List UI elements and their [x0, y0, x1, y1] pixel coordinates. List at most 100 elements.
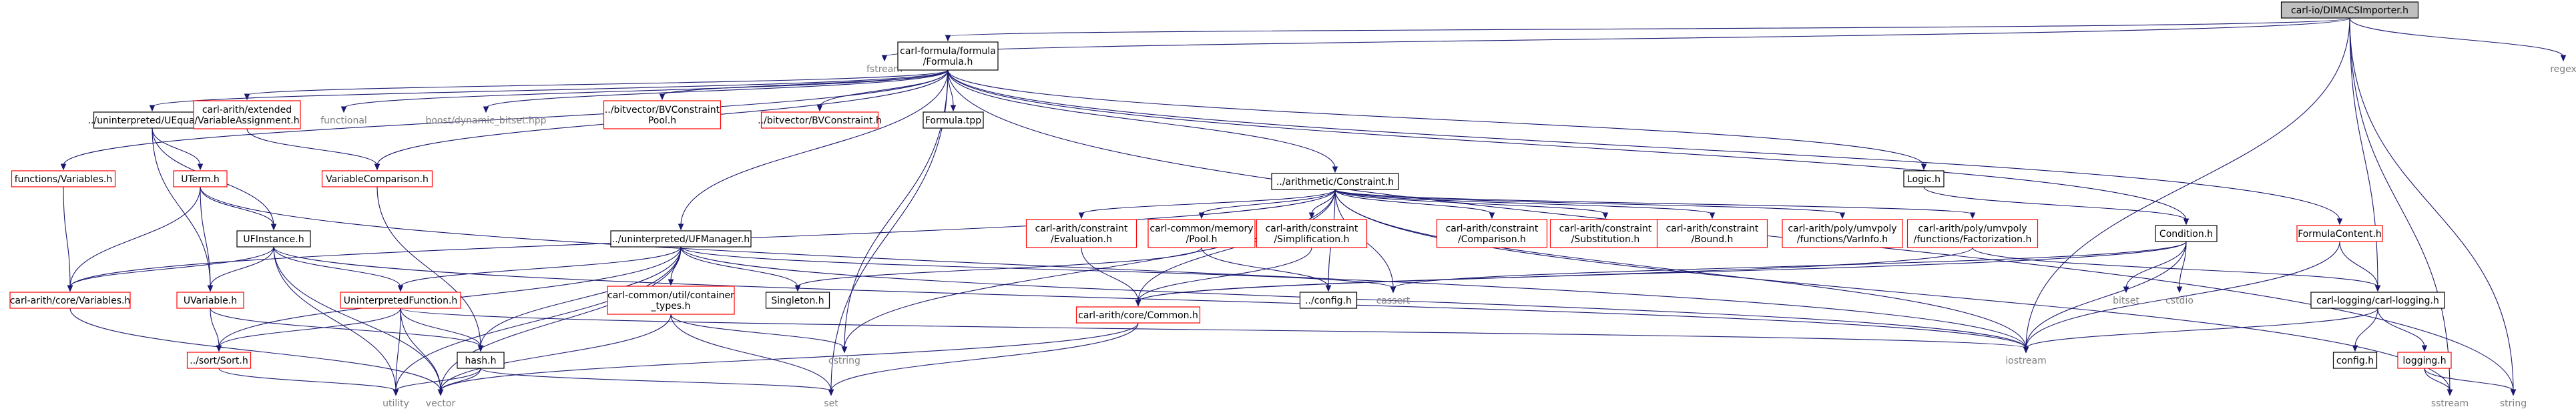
node-logconfig[interactable]: config.h	[2332, 352, 2378, 369]
arrowhead	[1969, 212, 1976, 220]
arrowhead	[2023, 346, 2029, 354]
edge-line	[2349, 17, 2564, 57]
arrowhead	[67, 285, 73, 292]
edge-line	[1923, 186, 2187, 221]
node-fvars[interactable]: functions/Variables.h	[11, 170, 116, 187]
edge-line	[1137, 247, 1973, 302]
arrowhead	[828, 389, 834, 396]
edge-line	[485, 69, 949, 109]
node-uvar[interactable]: UVariable.h	[176, 292, 244, 309]
node-varinfo[interactable]: carl-arith/poly/umvpoly/functions/VarInf…	[1782, 219, 1903, 248]
node-label: carl-arith/extended	[202, 105, 292, 115]
node-fcontent[interactable]: FormulaContent.h	[2296, 225, 2383, 242]
edge-line	[273, 246, 397, 392]
edge-line	[947, 69, 2340, 221]
arrowhead	[1308, 212, 1315, 220]
edge-condition-to-cstdio	[2176, 241, 2187, 294]
edge-uninterp-to-vector	[400, 308, 444, 396]
edge-uninterp-to-utility	[393, 308, 401, 396]
edge-line	[1334, 189, 1973, 215]
node-singleton[interactable]: Singleton.h	[765, 292, 830, 309]
edge-line	[200, 186, 2027, 349]
node-ftpp[interactable]: Formula.tpp	[923, 111, 984, 129]
edge-formula-to-ftpp	[947, 69, 957, 112]
node-corevars[interactable]: carl-arith/core/Variables.h	[9, 292, 131, 309]
arrowhead	[2560, 55, 2567, 62]
node-ceval[interactable]: carl-arith/constraint/Evaluation.h	[1025, 219, 1137, 248]
node-label: set	[824, 398, 838, 409]
node-label: Singleton.h	[771, 296, 824, 306]
edge-carllog-to-iostream	[2023, 308, 2378, 354]
node-label: carl-arith/poly/umvpoly	[1918, 224, 2027, 234]
node-ufmgr[interactable]: ../uninterpreted/UFManager.h	[610, 230, 752, 248]
node-csubst[interactable]: carl-arith/constraint/Substitution.h	[1549, 219, 1661, 248]
node-logic[interactable]: Logic.h	[1903, 170, 1945, 187]
edge-formula-to-bvcpool	[659, 69, 949, 101]
node-box	[2280, 1, 2419, 19]
edge-uinst-to-iostream	[273, 246, 2029, 354]
node-box	[897, 41, 999, 71]
edge-line	[2025, 308, 2378, 349]
edge-line	[2424, 368, 2451, 392]
node-ccomp[interactable]: carl-arith/constraint/Comparison.h	[1436, 219, 1548, 248]
node-label: UVariable.h	[184, 296, 237, 306]
node-vassign[interactable]: carl-arith/extended/VariableAssignment.h	[193, 100, 301, 129]
node-box	[607, 286, 735, 315]
arrowhead	[2336, 218, 2343, 226]
node-root[interactable]: carl-io/DIMACSImporter.h	[2280, 1, 2419, 19]
node-factor[interactable]: carl-arith/poly/umvpoly/functions/Factor…	[1906, 219, 2039, 248]
node-carllog[interactable]: carl-logging/carl-logging.h	[2310, 292, 2445, 309]
node-uinst[interactable]: UFInstance.h	[236, 230, 311, 248]
edge-uinst-to-uvar	[207, 246, 274, 292]
node-logging[interactable]: logging.h	[2397, 352, 2452, 369]
node-config[interactable]: ../config.h	[1299, 292, 1358, 309]
edge-line	[670, 314, 832, 392]
node-label: ../arithmetic/Constraint.h	[1276, 177, 1394, 187]
edge-uinst-to-uninterp	[273, 246, 404, 292]
node-mempool[interactable]: carl-common/memory/Pool.h	[1147, 219, 1256, 248]
edge-corecommon-to-set	[828, 322, 1139, 396]
edge-hash-to-vector	[437, 368, 481, 396]
node-hash[interactable]: hash.h	[457, 352, 505, 369]
node-uterm[interactable]: UTerm.h	[173, 170, 228, 187]
node-label: ../bitvector/BVConstraint.h	[758, 115, 882, 126]
edge-line	[1334, 189, 1843, 215]
node-label: vector	[426, 398, 456, 409]
node-uninterp[interactable]: UninterpretedFunction.h	[340, 292, 461, 309]
edge-formula-to-fvars	[60, 69, 949, 171]
node-bvc[interactable]: ../bitvector/BVConstraint.h	[758, 111, 882, 129]
node-label: carl-arith/constraint	[1446, 224, 1539, 234]
edge-uninterp-to-iostream	[400, 308, 2029, 354]
node-cstring: cstring	[828, 356, 860, 366]
node-label: /Formula.h	[923, 57, 973, 67]
node-csimp[interactable]: carl-arith/constraint/Simplification.h	[1256, 219, 1368, 248]
edge-line	[2354, 308, 2378, 348]
node-corecommon[interactable]: carl-arith/core/Common.h	[1075, 306, 1201, 324]
node-cbound[interactable]: carl-arith/constraint/Bound.h	[1656, 219, 1768, 248]
edge-line	[797, 247, 1202, 288]
edge-line	[1972, 247, 2378, 288]
arrowhead	[216, 345, 222, 352]
edge-line	[1334, 189, 2027, 349]
node-label: cstdio	[2165, 296, 2194, 306]
node-varcomp[interactable]: VariableComparison.h	[321, 170, 433, 187]
node-constraint[interactable]: ../arithmetic/Constraint.h	[1271, 173, 1399, 190]
node-ueq[interactable]: ../uninterpreted/UEquality.h	[88, 111, 217, 129]
edge-line	[480, 246, 682, 348]
arrowhead	[207, 285, 214, 292]
arrowhead	[1920, 163, 1927, 171]
node-ctypes[interactable]: carl-common/util/container_types.h	[607, 286, 735, 315]
node-formula[interactable]: carl-formula/formula/Formula.h	[897, 41, 999, 71]
edge-line	[273, 246, 2027, 349]
node-sortsort[interactable]: ../sort/Sort.h	[186, 352, 252, 369]
node-sstream: sstream	[2431, 398, 2469, 409]
node-label: carl-io/DIMACSImporter.h	[2291, 5, 2408, 16]
node-box	[603, 100, 722, 129]
edge-constraint-to-factor	[1334, 189, 1976, 220]
node-label: carl-arith/core/Variables.h	[10, 296, 131, 306]
arrowhead	[816, 105, 823, 112]
edge-constraint-to-ceval	[1078, 189, 1336, 220]
arrowhead	[393, 389, 399, 396]
node-condition[interactable]: Condition.h	[2155, 225, 2218, 242]
